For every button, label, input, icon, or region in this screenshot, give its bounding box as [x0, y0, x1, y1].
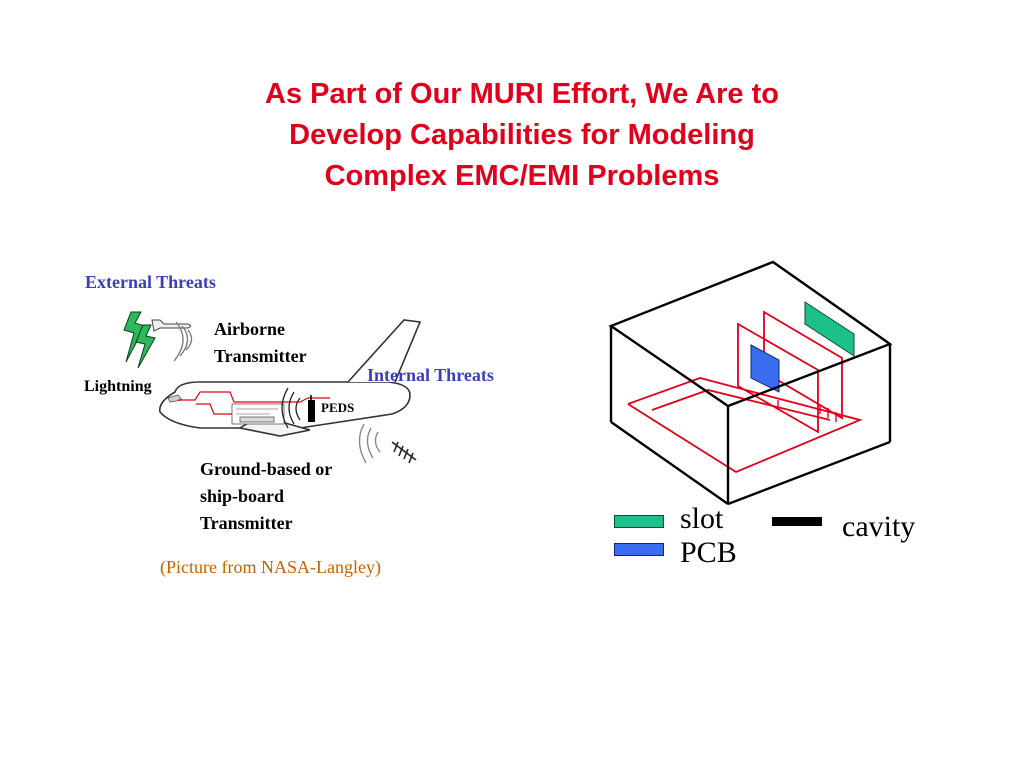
title-line-1: As Part of Our MURI Effort, We Are to	[265, 78, 779, 110]
lightning-icon	[123, 311, 156, 369]
ground-wave-icon	[358, 423, 381, 464]
peds-label: PEDS	[321, 400, 355, 415]
internal-threats-label: Internal Threats	[367, 365, 494, 385]
airborne-transmitter-label: Airborne Transmitter	[214, 319, 307, 366]
legend-cavity-swatch	[772, 517, 822, 526]
airborne-wave-icon	[173, 321, 193, 362]
ground-transmitter-label: Ground-based or ship-board Transmitter	[200, 459, 333, 533]
title-line-3: Complex EMC/EMI Problems	[324, 160, 720, 192]
aircraft-wiring	[178, 391, 330, 415]
peds-device-icon	[308, 400, 315, 422]
legend-cavity-label: cavity	[842, 510, 916, 543]
legend-slot-swatch	[614, 515, 664, 528]
pcb-trace	[627, 377, 863, 474]
avionics-equipment	[231, 403, 285, 425]
legend-pcb-label: PCB	[680, 536, 737, 569]
legend-slot-label: slot	[680, 502, 724, 535]
lightning-label: Lightning	[84, 378, 152, 395]
title-line-2: Develop Capabilities for Modeling	[289, 119, 755, 151]
legend-pcb-swatch	[614, 543, 664, 556]
aircraft-body	[158, 319, 422, 437]
external-threats-label: External Threats	[85, 272, 216, 292]
picture-credit: (Picture from NASA-Langley)	[160, 557, 381, 577]
ground-antenna-icon	[391, 441, 417, 464]
peds-wave-icon	[281, 387, 301, 429]
cavity-box	[608, 260, 893, 506]
airborne-plane-icon	[151, 319, 191, 332]
pcb-component	[750, 344, 780, 393]
slide-title: As Part of Our MURI Effort, We Are to De…	[160, 74, 884, 197]
slot-aperture	[804, 301, 855, 357]
